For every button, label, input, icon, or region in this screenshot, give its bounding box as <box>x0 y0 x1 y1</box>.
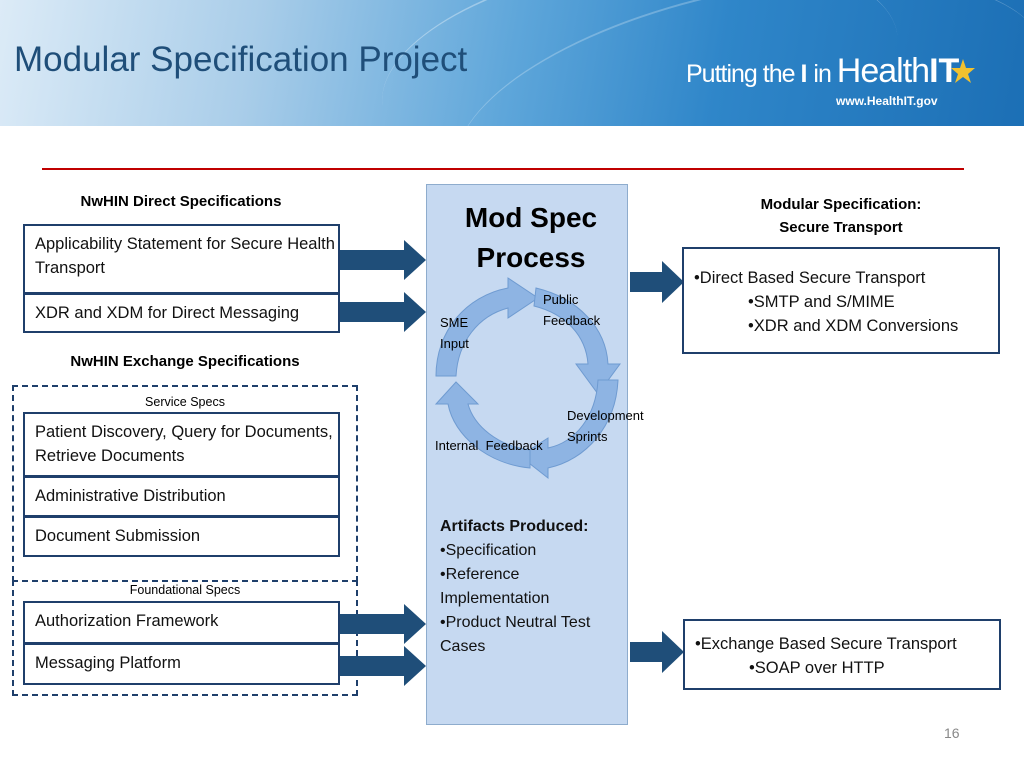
transport-subitem: •SOAP over HTTP <box>749 659 885 677</box>
service-spec-box: Document Submission <box>23 516 340 557</box>
right-arrow-icon <box>340 292 426 332</box>
foundational-spec-box: Messaging Platform <box>23 643 340 685</box>
right-arrow-icon <box>340 646 426 686</box>
page-number: 16 <box>944 725 960 741</box>
exchange-transport-box: •Exchange Based Secure Transport •SOAP o… <box>683 619 1001 690</box>
public-feedback-label: Public Feedback <box>543 292 601 328</box>
output-heading: Modular Specification: Secure Transport <box>760 196 922 236</box>
healthit-logo: Putting the I in HealthIT <box>686 52 960 90</box>
process-cycle-diagram <box>434 277 621 480</box>
transport-subitem: •SMTP and S/MIME <box>748 293 895 311</box>
artifact-item: •Product Neutral Test Cases <box>440 614 591 655</box>
star-icon <box>951 59 975 83</box>
input-arrows <box>340 240 426 332</box>
foundational-specs-group <box>12 580 358 696</box>
artifact-item: •Reference Implementation <box>440 566 550 607</box>
foundational-specs-label: Foundational Specs <box>129 583 241 597</box>
right-arrow-icon <box>340 240 426 280</box>
direct-spec-box: XDR and XDM for Direct Messaging <box>23 293 340 333</box>
transport-item: •Exchange Based Secure Transport <box>695 635 957 653</box>
artifact-item: •Specification <box>440 542 537 559</box>
header-banner <box>0 0 1024 126</box>
process-title: Mod Spec Process <box>464 202 598 273</box>
service-specs-label: Service Specs <box>145 395 225 409</box>
development-sprints-label: Development Sprints <box>567 408 644 444</box>
divider-line <box>42 168 964 170</box>
right-arrow-icon <box>340 604 426 644</box>
artifacts-list: Artifacts Produced: •Specification •Refe… <box>440 515 630 659</box>
exchange-specs-heading: NwHIN Exchange Specifications <box>70 353 300 370</box>
output-arrow-direct <box>630 261 684 303</box>
cycle-arrow-icon <box>519 379 619 480</box>
slide-title: Modular Specification Project <box>14 40 468 79</box>
artifacts-heading: Artifacts Produced: <box>440 518 589 535</box>
foundational-arrows <box>340 604 426 686</box>
internal-feedback-label: Internal Feedback <box>435 438 543 453</box>
right-arrow-icon <box>630 261 684 303</box>
cycle-arrow-icon <box>434 381 531 469</box>
logo-url: www.HealthIT.gov <box>836 94 938 108</box>
transport-item: •Direct Based Secure Transport <box>694 269 926 287</box>
sme-input-label: SME Input <box>440 315 469 351</box>
direct-specs-heading: NwHIN Direct Specifications <box>80 193 282 210</box>
service-spec-box: Patient Discovery, Query for Documents, … <box>23 412 340 477</box>
right-arrow-icon <box>630 631 684 673</box>
transport-subitem: •XDR and XDM Conversions <box>748 317 959 335</box>
direct-transport-box: •Direct Based Secure Transport •SMTP and… <box>682 247 1000 354</box>
service-spec-box: Administrative Distribution <box>23 476 340 517</box>
foundational-spec-box: Authorization Framework <box>23 601 340 644</box>
cycle-arrow-icon <box>435 277 539 377</box>
output-arrow-exchange <box>630 631 684 673</box>
direct-spec-box: Applicability Statement for Secure Healt… <box>23 224 340 294</box>
